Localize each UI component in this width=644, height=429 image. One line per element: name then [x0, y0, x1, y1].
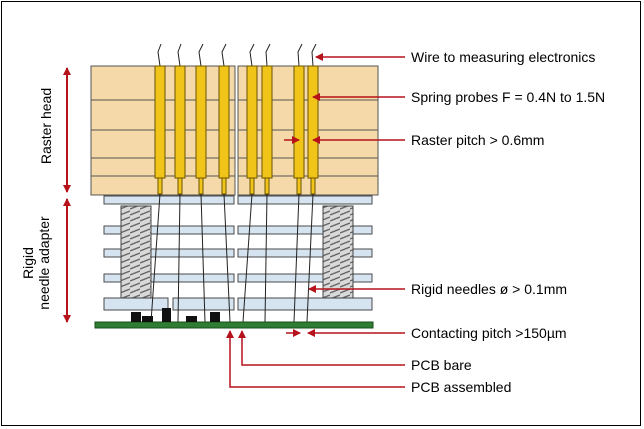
needle-adapter-label-line2: needle adapter: [36, 216, 52, 310]
pcb-assembled-arrow: [226, 330, 405, 388]
needle-adapter-label-line1: Rigid: [20, 247, 36, 279]
adapter-plates: [103, 195, 373, 311]
rigid-needles-label: Rigid needles ø > 0.1mm: [411, 281, 568, 297]
compression-springs: [120, 205, 354, 299]
raster-pitch-label: Raster pitch > 0.6mm: [411, 132, 545, 148]
pcb-bare-label: PCB bare: [411, 357, 472, 373]
contacting-pitch-label: Contacting pitch >150µm: [411, 325, 567, 341]
needle-adapter-label: Rigid needle adapter: [20, 208, 52, 318]
rigid-needles: [150, 193, 314, 323]
spring-probes: [154, 65, 319, 179]
raster-head-block: [90, 65, 379, 196]
raster-head-label: Raster head: [38, 87, 54, 165]
wire-label: Wire to measuring electronics: [411, 49, 596, 65]
pcb-assembled-label: PCB assembled: [411, 379, 512, 395]
pcb-components: [131, 308, 220, 322]
pcb-bare-arrow: [238, 330, 405, 366]
pcb-board: [94, 321, 374, 329]
spring-probes-label: Spring probes F = 0.4N to 1.5N: [411, 89, 606, 105]
probe-tips: [157, 177, 316, 195]
wires: [157, 43, 317, 67]
